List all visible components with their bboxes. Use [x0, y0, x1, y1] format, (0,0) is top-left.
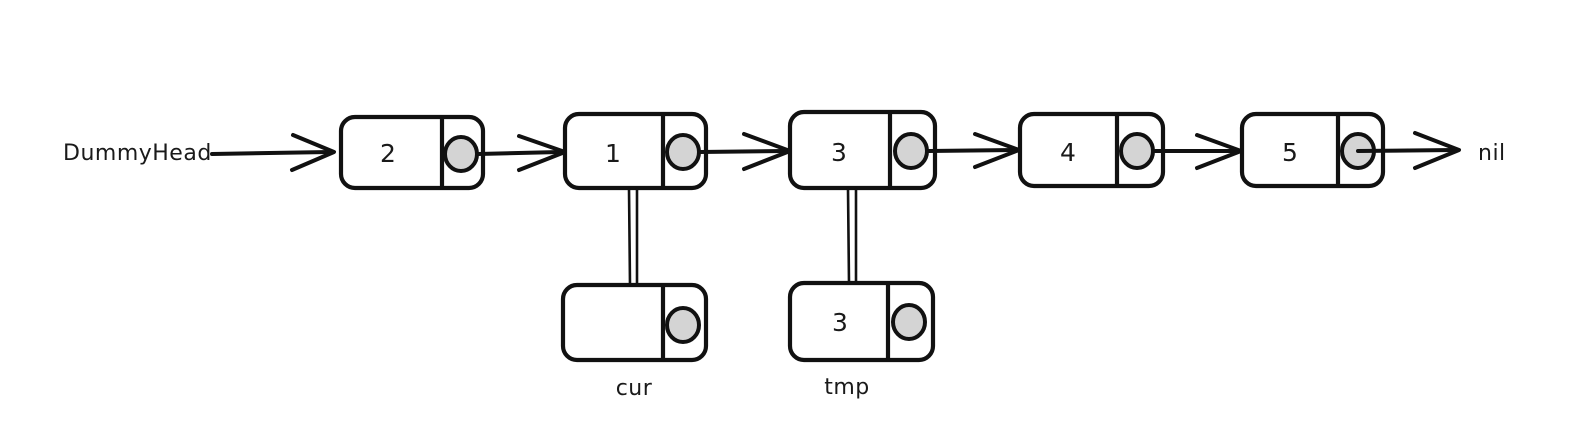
cur-label: cur: [616, 376, 653, 401]
list-node-3[interactable]: 3: [787, 109, 938, 191]
node-2-value: 2: [380, 139, 396, 168]
list-node-1[interactable]: 1: [562, 111, 709, 191]
tmp-label: tmp: [824, 375, 870, 400]
node-1-value: 1: [605, 139, 621, 168]
node-3-value: 3: [831, 138, 847, 167]
ref-link-cur: [627, 187, 639, 287]
dummyhead-label: DummyHead: [63, 141, 212, 166]
node-2-pointer-dot: [443, 135, 479, 173]
node-5-value: 5: [1282, 138, 1298, 167]
list-node-4[interactable]: 4: [1017, 111, 1166, 189]
node-4-value: 4: [1060, 138, 1076, 167]
arrow-node4-to-node5: [1153, 133, 1243, 170]
arrow-node3-to-node4: [927, 132, 1021, 169]
tmp-node-box: [787, 280, 936, 363]
node-4-pointer-dot: [1119, 132, 1155, 170]
node-1-pointer-dot: [665, 133, 701, 171]
cur-node-pointer-dot: [665, 306, 701, 344]
pointer-node-tmp[interactable]: 3: [787, 280, 936, 363]
arrow-node2-to-node1: [476, 134, 567, 172]
nil-label: nil: [1478, 141, 1506, 166]
arrow-node5-to-nil: [1356, 131, 1461, 170]
list-node-2[interactable]: 2: [338, 114, 486, 191]
node-3-pointer-dot: [893, 132, 929, 170]
ref-link-tmp: [846, 187, 858, 285]
cur-node-box: [560, 282, 709, 363]
tmp-node-value: 3: [832, 308, 848, 337]
tmp-node-pointer-dot: [891, 303, 927, 341]
pointer-node-cur[interactable]: [560, 282, 709, 363]
arrow-node1-to-node3: [698, 132, 792, 171]
arrow-dummyhead-to-node2: [210, 133, 336, 172]
